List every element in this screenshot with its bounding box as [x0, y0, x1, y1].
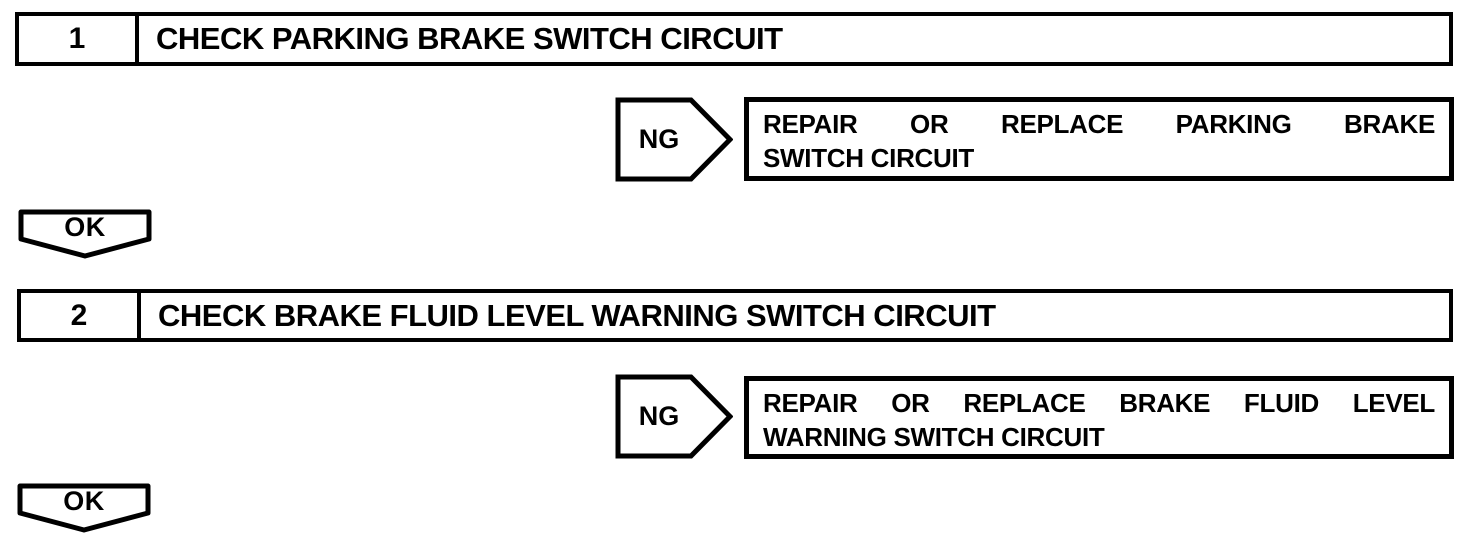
step-1-ng-label: NG [638, 124, 680, 154]
step-2-number: 2 [21, 293, 141, 338]
step-2-ng-action-line-1: REPAIR OR REPLACE BRAKE FLUID LEVEL [763, 388, 1435, 418]
step-2-title: CHECK BRAKE FLUID LEVEL WARNING SWITCH C… [158, 297, 996, 333]
step-1-ng-action-line-2: SWITCH CIRCUIT [763, 143, 974, 173]
step-1-ng-action-box: REPAIR OR REPLACE PARKING BRAKE SWITCH C… [744, 97, 1454, 181]
step-2-ok-label: OK [63, 485, 105, 516]
step-1-number: 1 [19, 16, 139, 62]
step-1-ok-label: OK [64, 211, 106, 242]
step-2-ok-connector: OK [15, 483, 153, 535]
step-1-title: CHECK PARKING BRAKE SWITCH CIRCUIT [156, 21, 783, 56]
ng-arrow-icon [615, 374, 733, 459]
step-1-ng-action-line-1: REPAIR OR REPLACE PARKING BRAKE [763, 109, 1435, 139]
step-1-ng-connector: NG [615, 97, 733, 182]
ok-banner-icon [18, 209, 152, 259]
step-2-ng-action-line-2: WARNING SWITCH CIRCUIT [763, 422, 1105, 452]
step-2-ng-label: NG [638, 401, 680, 431]
step-2-ng-connector: NG [615, 374, 733, 459]
step-2-ng-action-box: REPAIR OR REPLACE BRAKE FLUID LEVEL WARN… [744, 376, 1454, 459]
ng-arrow-icon [615, 97, 733, 182]
step-1-ok-connector: OK [16, 209, 154, 261]
step-1-box: 1 CHECK PARKING BRAKE SWITCH CIRCUIT [15, 12, 1453, 66]
ok-banner-icon [17, 483, 151, 533]
step-2-box: 2 CHECK BRAKE FLUID LEVEL WARNING SWITCH… [17, 289, 1453, 342]
